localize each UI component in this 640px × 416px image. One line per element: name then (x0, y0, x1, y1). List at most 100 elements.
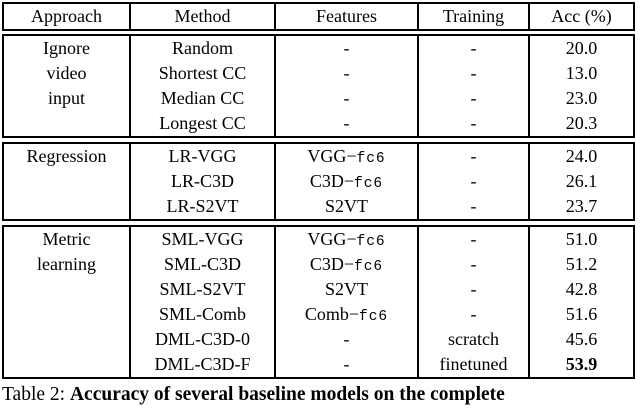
table-row: LR-S2VT S2VT - 23.7 (4, 194, 633, 219)
cell-acc: 20.3 (528, 111, 633, 136)
cell-acc: 13.0 (528, 61, 633, 86)
cell-training: - (417, 169, 528, 194)
cell-method: Random (129, 36, 274, 61)
cell-training: finetuned (417, 352, 528, 377)
cell-acc: 51.2 (528, 252, 633, 277)
cell-training: - (417, 111, 528, 136)
cell-features: C3D−fc6 (274, 252, 417, 277)
cell-acc: 20.0 (528, 36, 633, 61)
cell-acc: 51.0 (528, 227, 633, 252)
cell-method: SML-Comb (129, 302, 274, 327)
features-text: - (343, 113, 350, 133)
cell-method: LR-VGG (129, 144, 274, 169)
table-row: video Shortest CC - - 13.0 (4, 61, 633, 86)
features-text: - (343, 88, 350, 108)
cell-approach (4, 327, 129, 352)
cell-training: - (417, 61, 528, 86)
cell-acc: 23.7 (528, 194, 633, 219)
cell-features: VGG−fc6 (274, 227, 417, 252)
col-header-acc: Acc (%) (528, 4, 633, 29)
cell-training: scratch (417, 327, 528, 352)
table-row: learning SML-C3D C3D−fc6 - 51.2 (4, 252, 633, 277)
cell-features: - (274, 61, 417, 86)
table-row: LR-C3D C3D−fc6 - 26.1 (4, 169, 633, 194)
cell-training: - (417, 144, 528, 169)
features-mono-text: fc6 (356, 151, 386, 167)
cell-method: LR-S2VT (129, 194, 274, 219)
results-table: Approach Method Features Training Acc (%… (2, 2, 635, 383)
features-text: - (343, 38, 350, 58)
cell-features: - (274, 36, 417, 61)
table-row: Ignore Random - - 20.0 (4, 36, 633, 61)
features-text: C3D− (309, 254, 355, 274)
cell-approach: Regression (26, 146, 107, 166)
cell-approach: input (47, 88, 85, 108)
table-row: Longest CC - - 20.3 (4, 111, 633, 136)
cell-approach: learning (37, 254, 96, 274)
caption-bold-text: Accuracy of several baseline models on t… (69, 384, 505, 405)
features-mono-text: fc6 (359, 309, 389, 325)
col-header-method: Method (129, 4, 274, 29)
cell-acc: 51.6 (528, 302, 633, 327)
header-row: Approach Method Features Training Acc (%… (4, 4, 633, 29)
cell-method: SML-S2VT (129, 277, 274, 302)
cell-method: Shortest CC (129, 61, 274, 86)
cell-training: - (417, 302, 528, 327)
cell-acc-best: 53.9 (528, 352, 633, 377)
cell-approach (4, 111, 129, 136)
group-ignore-video-input: Ignore Random - - 20.0 video Shortest CC… (2, 34, 635, 138)
cell-method: LR-C3D (129, 169, 274, 194)
features-text: VGG− (307, 229, 357, 249)
table-row: DML-C3D-F - finetuned 53.9 (4, 352, 633, 377)
cell-acc: 24.0 (528, 144, 633, 169)
cell-approach (4, 302, 129, 327)
cell-method: Longest CC (129, 111, 274, 136)
cell-features: - (274, 327, 417, 352)
cell-training: - (417, 252, 528, 277)
table-row: Metric SML-VGG VGG−fc6 - 51.0 (4, 227, 633, 252)
table-row: SML-Comb Comb−fc6 - 51.6 (4, 302, 633, 327)
col-header-approach: Approach (31, 6, 102, 26)
features-text: VGG− (307, 146, 357, 166)
table-header-box: Approach Method Features Training Acc (%… (2, 2, 635, 31)
cell-method: SML-C3D (129, 252, 274, 277)
cell-method: DML-C3D-0 (129, 327, 274, 352)
cell-training: - (417, 194, 528, 219)
features-mono-text: fc6 (354, 259, 384, 275)
cell-training: - (417, 277, 528, 302)
cell-features: S2VT (274, 277, 417, 302)
cell-approach (4, 352, 129, 377)
features-text: S2VT (324, 196, 368, 216)
table-row: DML-C3D-0 - scratch 45.6 (4, 327, 633, 352)
cell-approach: Ignore (43, 38, 90, 58)
features-text: - (343, 354, 350, 374)
group-metric-learning: Metric SML-VGG VGG−fc6 - 51.0 learning S… (2, 225, 635, 379)
cell-training: - (417, 86, 528, 111)
cell-acc: 42.8 (528, 277, 633, 302)
cell-features: - (274, 86, 417, 111)
cell-method: SML-VGG (129, 227, 274, 252)
cell-acc: 26.1 (528, 169, 633, 194)
features-mono-text: fc6 (356, 234, 386, 250)
table-row: input Median CC - - 23.0 (4, 86, 633, 111)
table-row: SML-S2VT S2VT - 42.8 (4, 277, 633, 302)
col-header-features: Features (274, 4, 417, 29)
features-text: Comb− (304, 304, 360, 324)
col-header-training: Training (417, 4, 528, 29)
cell-method: Median CC (129, 86, 274, 111)
cell-features: Comb−fc6 (274, 302, 417, 327)
cell-acc: 45.6 (528, 327, 633, 352)
features-mono-text: fc6 (354, 176, 384, 192)
cell-approach: Metric (42, 229, 91, 249)
table-row: Regression LR-VGG VGG−fc6 - 24.0 (4, 144, 633, 169)
features-text: - (343, 63, 350, 83)
cell-approach (4, 194, 129, 219)
features-text: C3D− (309, 171, 355, 191)
cell-approach (4, 169, 129, 194)
group-regression: Regression LR-VGG VGG−fc6 - 24.0 LR-C3D … (2, 142, 635, 221)
features-text: S2VT (324, 279, 368, 299)
cell-features: S2VT (274, 194, 417, 219)
cell-training: - (417, 227, 528, 252)
cell-features: - (274, 352, 417, 377)
features-text: - (343, 329, 350, 349)
